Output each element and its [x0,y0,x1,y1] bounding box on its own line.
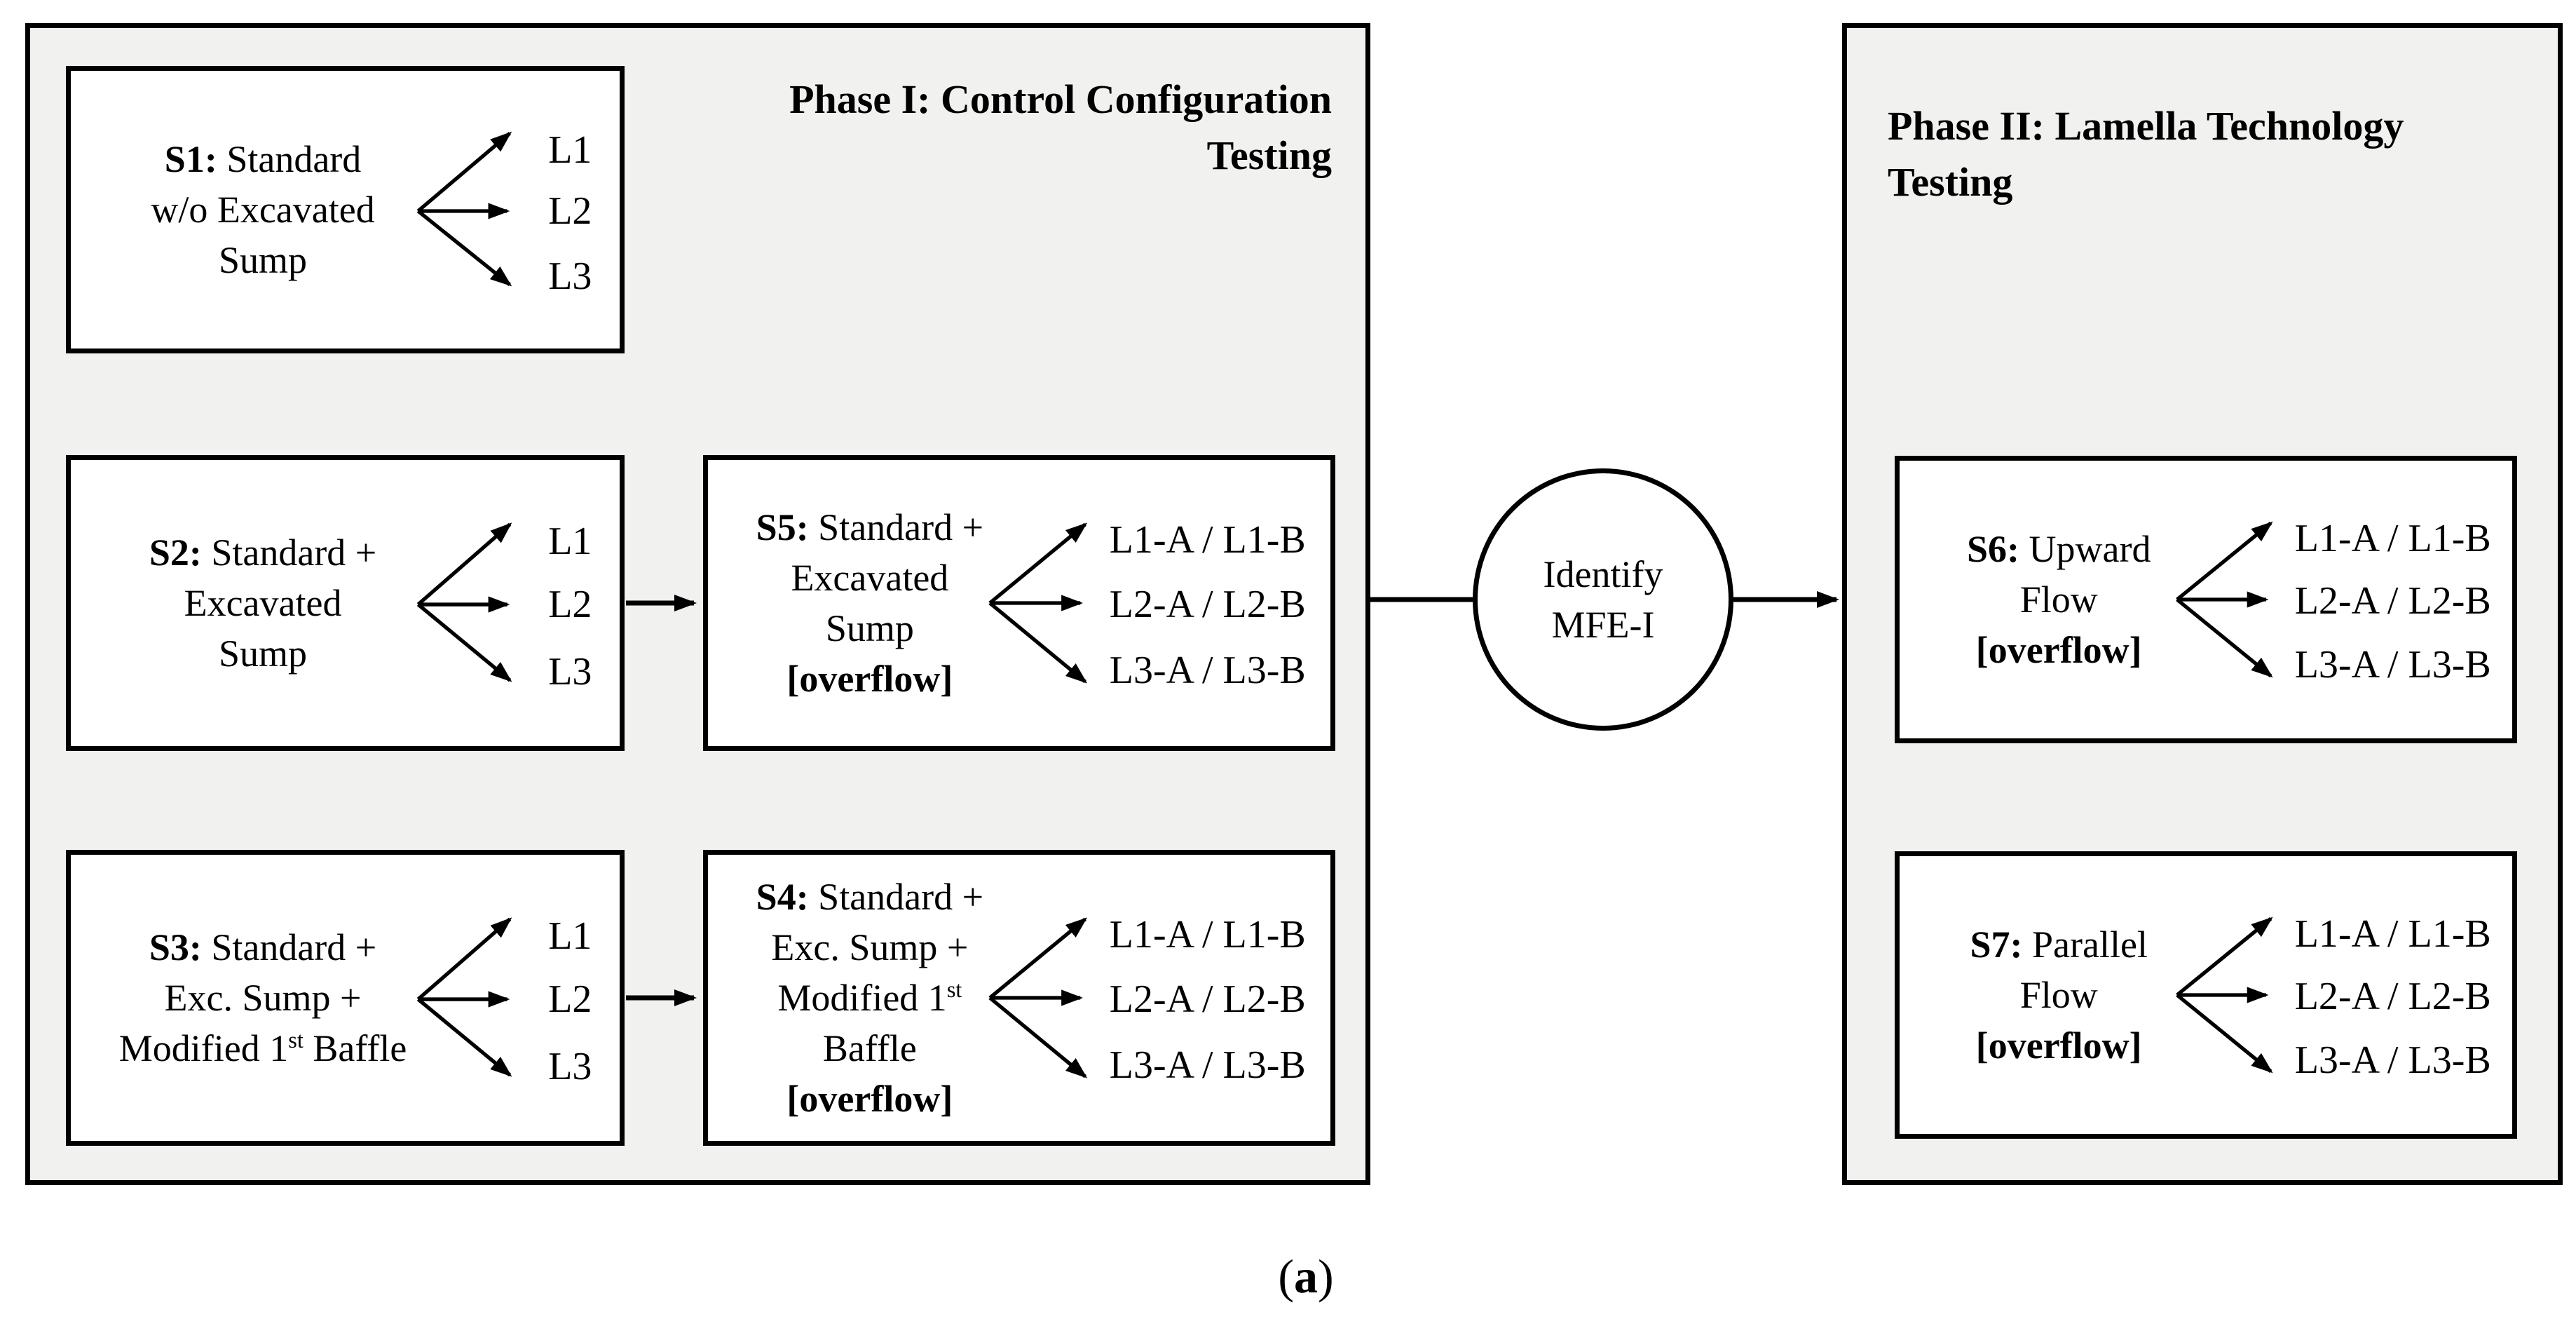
branch-arrow [988,917,1088,1000]
scenario-text-line: Flow [2019,974,2098,1016]
output-label: L3-A / L3-B [1109,1043,1306,1087]
scenario-text-line: S4: Standard + [756,876,984,918]
phase-1-title: Phase I: Control Configuration Testing [789,72,1332,184]
output-label: L3 [548,649,592,693]
scenario-text-line: Sump [219,632,308,675]
identify-mfe-circle: Identify MFE-I [1473,468,1733,731]
phase-1-title-line-2: Testing [1206,133,1332,178]
scenario-box-s3: S3: Standard + Exc. Sump + Modified 1st Ba… [66,850,625,1146]
branch-arrows-icon [416,131,512,287]
branch-arrow [416,522,512,607]
branch-arrow [416,602,512,682]
scenario-text-line: Sump [219,239,308,281]
branch-arrow [2176,521,2273,602]
scenario-text-line: S7: Parallel [1970,923,2148,966]
branch-arrows-icon [2176,521,2273,678]
caption-letter: a [1294,1250,1318,1303]
scenario-text-line: Baffle [822,1027,917,1069]
circle-label-line-1: Identify [1543,553,1663,595]
output-label: L1-A / L1-B [1109,518,1306,562]
output-label: L3 [548,1044,592,1088]
figure-caption: (a) [1166,1248,1446,1304]
scenario-text-line: Excavated [184,582,342,624]
branch-arrow [2176,916,2273,997]
output-label: L1 [548,520,592,564]
phase-2-title-line-2: Testing [1888,159,2013,205]
scenario-text-line: S2: Standard + [149,532,377,574]
scenario-text-line: Sump [825,607,914,649]
output-label: L3 [548,255,592,299]
phase-2-title: Phase II: Lamella Technology Testing [1888,98,2404,210]
output-label: L2 [548,189,592,233]
scenario-text-line: Exc. Sump + [164,977,362,1019]
branch-arrow [416,917,512,1001]
branch-arrow [988,522,1088,605]
caption-paren-open: ( [1278,1250,1294,1303]
branch-arrow [416,997,512,1077]
scenario-s3-text: S3: Standard + Exc. Sump + Modified 1st Ba… [115,922,411,1074]
branch-arrow [416,131,512,213]
phase-1-title-line-1: Phase I: Control Configuration [789,76,1332,122]
output-label: L2-A / L2-B [2294,578,2491,623]
scenario-text-line: S3: Standard + [149,926,377,968]
scenario-text-line: [overflow] [1975,1024,2142,1067]
scenario-text-line: Modified 1st [777,977,962,1019]
phase-2-title-line-1: Phase II: Lamella Technology [1888,103,2404,149]
output-label: L2 [548,583,592,627]
output-label: L1-A / L1-B [1109,913,1306,957]
branch-arrow [2176,597,2273,678]
branch-arrows-icon [416,522,512,682]
branch-arrow [2176,993,2273,1074]
output-label: L1-A / L1-B [2294,516,2491,560]
scenario-text-line: w/o Excavated [151,189,375,231]
branch-arrow [988,601,1088,684]
scenario-text-line: S6: Upward [1967,528,2151,570]
branch-arrows-icon [988,522,1088,684]
scenario-text-line: Flow [2019,578,2098,621]
scenario-text-line: S5: Standard + [756,506,984,548]
output-label: L1 [548,914,592,959]
output-label: L1 [548,128,592,172]
branch-arrows-icon [416,917,512,1077]
scenario-text-line: [overflow] [786,658,953,700]
output-label: L1-A / L1-B [2294,912,2491,956]
scenario-text-line: Excavated [791,557,949,599]
branch-arrows-icon [2176,916,2273,1074]
scenario-text-line: [overflow] [786,1078,953,1120]
output-label: L2-A / L2-B [1109,583,1306,627]
output-label: L2-A / L2-B [1109,977,1306,1022]
output-label: L3-A / L3-B [2294,1038,2491,1083]
output-label: L2-A / L2-B [2294,974,2491,1018]
output-label: L3-A / L3-B [2294,643,2491,687]
scenario-text-line: Exc. Sump + [771,926,969,968]
scenario-text-line: [overflow] [1975,629,2142,671]
branch-arrow [988,996,1088,1078]
output-label: L3-A / L3-B [1109,648,1306,692]
scenario-text-line: Modified 1st Baffle [118,1027,407,1069]
output-label: L2 [548,977,592,1022]
branch-arrow [416,209,512,287]
circle-label-line-2: MFE-I [1551,604,1655,646]
scenario-text-line: S1: Standard [164,138,362,180]
caption-paren-close: ) [1318,1250,1334,1303]
branch-arrows-icon [988,917,1088,1078]
